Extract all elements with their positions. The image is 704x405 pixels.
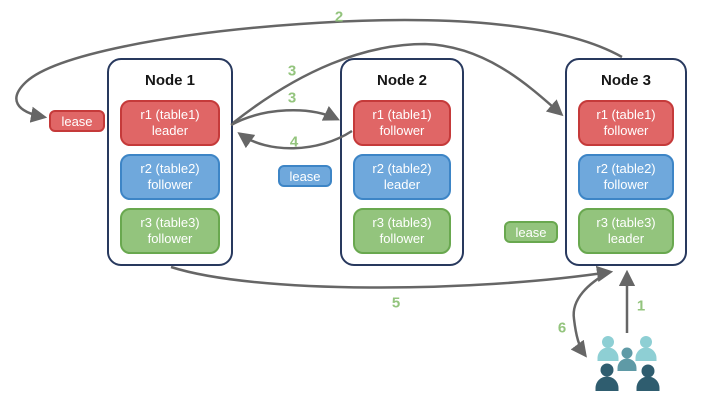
replica-role: follower bbox=[379, 231, 425, 246]
lease-label: lease bbox=[515, 224, 547, 240]
node-2-title: Node 2 bbox=[376, 72, 427, 89]
step-label-3-short: 3 bbox=[287, 89, 297, 107]
arrow-step-5 bbox=[170, 265, 614, 289]
replica-role: follower bbox=[147, 177, 193, 192]
replica-role: leader bbox=[607, 231, 645, 246]
node-2: Node 2 r1 (table1) follower r2 (table2) … bbox=[340, 58, 464, 266]
arrow-step-3-short bbox=[230, 106, 340, 127]
step-label-1: 1 bbox=[636, 297, 646, 315]
replica-name: r1 (table1) bbox=[372, 107, 432, 122]
lease-badge-table3: lease bbox=[504, 221, 558, 243]
node-2-replica-r3: r3 (table3) follower bbox=[353, 208, 451, 254]
replica-role: follower bbox=[379, 123, 425, 138]
step-label-3-long: 3 bbox=[287, 62, 297, 80]
replica-name: r1 (table1) bbox=[140, 107, 200, 122]
replica-name: r3 (table3) bbox=[372, 215, 432, 230]
node-3: Node 3 r1 (table1) follower r2 (table2) … bbox=[565, 58, 687, 266]
lease-badge-table1: lease bbox=[49, 110, 105, 132]
replica-name: r3 (table3) bbox=[596, 215, 656, 230]
lease-label: lease bbox=[61, 113, 93, 129]
users-group-icon bbox=[595, 336, 660, 391]
replica-name: r3 (table3) bbox=[140, 215, 200, 230]
node-1-replica-r1: r1 (table1) leader bbox=[120, 100, 220, 146]
replica-name: r1 (table1) bbox=[596, 107, 656, 122]
step-label-5: 5 bbox=[391, 294, 401, 312]
replica-role: follower bbox=[603, 177, 649, 192]
replica-name: r2 (table2) bbox=[596, 161, 656, 176]
replica-name: r2 (table2) bbox=[372, 161, 432, 176]
replica-role: follower bbox=[147, 231, 193, 246]
node-3-replica-r3: r3 (table3) leader bbox=[578, 208, 674, 254]
node-3-replica-r2: r2 (table2) follower bbox=[578, 154, 674, 200]
replica-role: follower bbox=[603, 123, 649, 138]
replica-name: r2 (table2) bbox=[140, 161, 200, 176]
node-2-replica-r2: r2 (table2) leader bbox=[353, 154, 451, 200]
node-2-replica-r1: r1 (table1) follower bbox=[353, 100, 451, 146]
lease-label: lease bbox=[289, 168, 321, 184]
step-label-4: 4 bbox=[289, 133, 299, 151]
step-label-6: 6 bbox=[557, 319, 567, 337]
node-1-title: Node 1 bbox=[144, 72, 195, 89]
arrow-step-6 bbox=[570, 270, 610, 358]
node-3-title: Node 3 bbox=[600, 72, 651, 89]
step-label-2: 2 bbox=[334, 8, 344, 26]
replica-role: leader bbox=[151, 123, 189, 138]
replica-role: leader bbox=[383, 177, 421, 192]
node-1-replica-r3: r3 (table3) follower bbox=[120, 208, 220, 254]
node-1: Node 1 r1 (table1) leader r2 (table2) fo… bbox=[107, 58, 233, 266]
lease-badge-table2: lease bbox=[278, 165, 332, 187]
node-1-replica-r2: r2 (table2) follower bbox=[120, 154, 220, 200]
node-3-replica-r1: r1 (table1) follower bbox=[578, 100, 674, 146]
